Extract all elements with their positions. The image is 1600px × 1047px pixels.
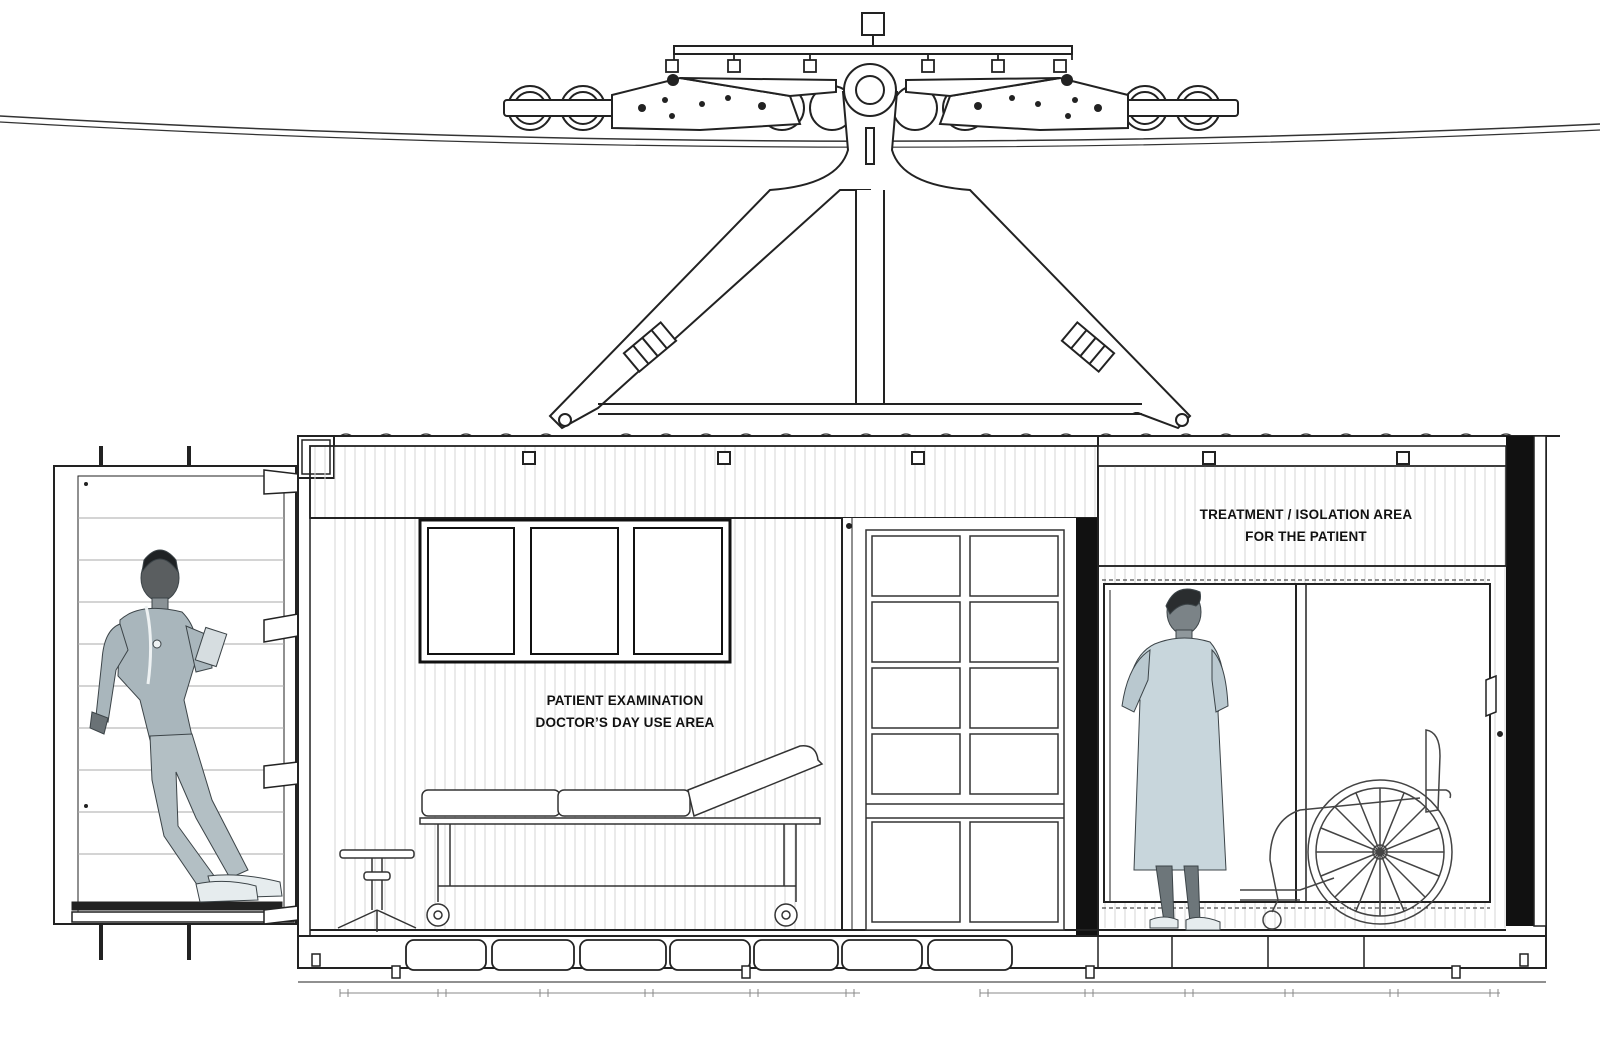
patient-figure-icon — [1121, 588, 1229, 931]
marker-dot — [84, 482, 88, 486]
doctor-figure-icon — [89, 549, 283, 903]
isolation-area-label-line2: FOR THE PATIENT — [1245, 529, 1367, 544]
isolation-area-label: TREATMENT / ISOLATION AREA FOR THE PATIE… — [1181, 504, 1431, 548]
marker-dot — [84, 804, 88, 808]
exam-area-label-line1: PATIENT EXAMINATION — [546, 693, 704, 708]
stool-icon — [337, 849, 417, 932]
cable-trolley-icon — [503, 12, 1239, 430]
storage-cabinet — [865, 529, 1065, 931]
isolation-area-label-line1: TREATMENT / ISOLATION AREA — [1199, 507, 1413, 522]
overhead-cable-lower — [0, 121, 1600, 148]
exam-window — [418, 518, 732, 664]
exam-area-label: PATIENT EXAMINATION DOCTOR’S DAY USE ARE… — [505, 690, 745, 734]
exam-table-icon — [419, 745, 824, 927]
exam-area-label-line2: DOCTOR’S DAY USE AREA — [535, 715, 715, 730]
wheelchair-icon — [1240, 729, 1453, 930]
overhead-cable-upper — [0, 115, 1600, 142]
